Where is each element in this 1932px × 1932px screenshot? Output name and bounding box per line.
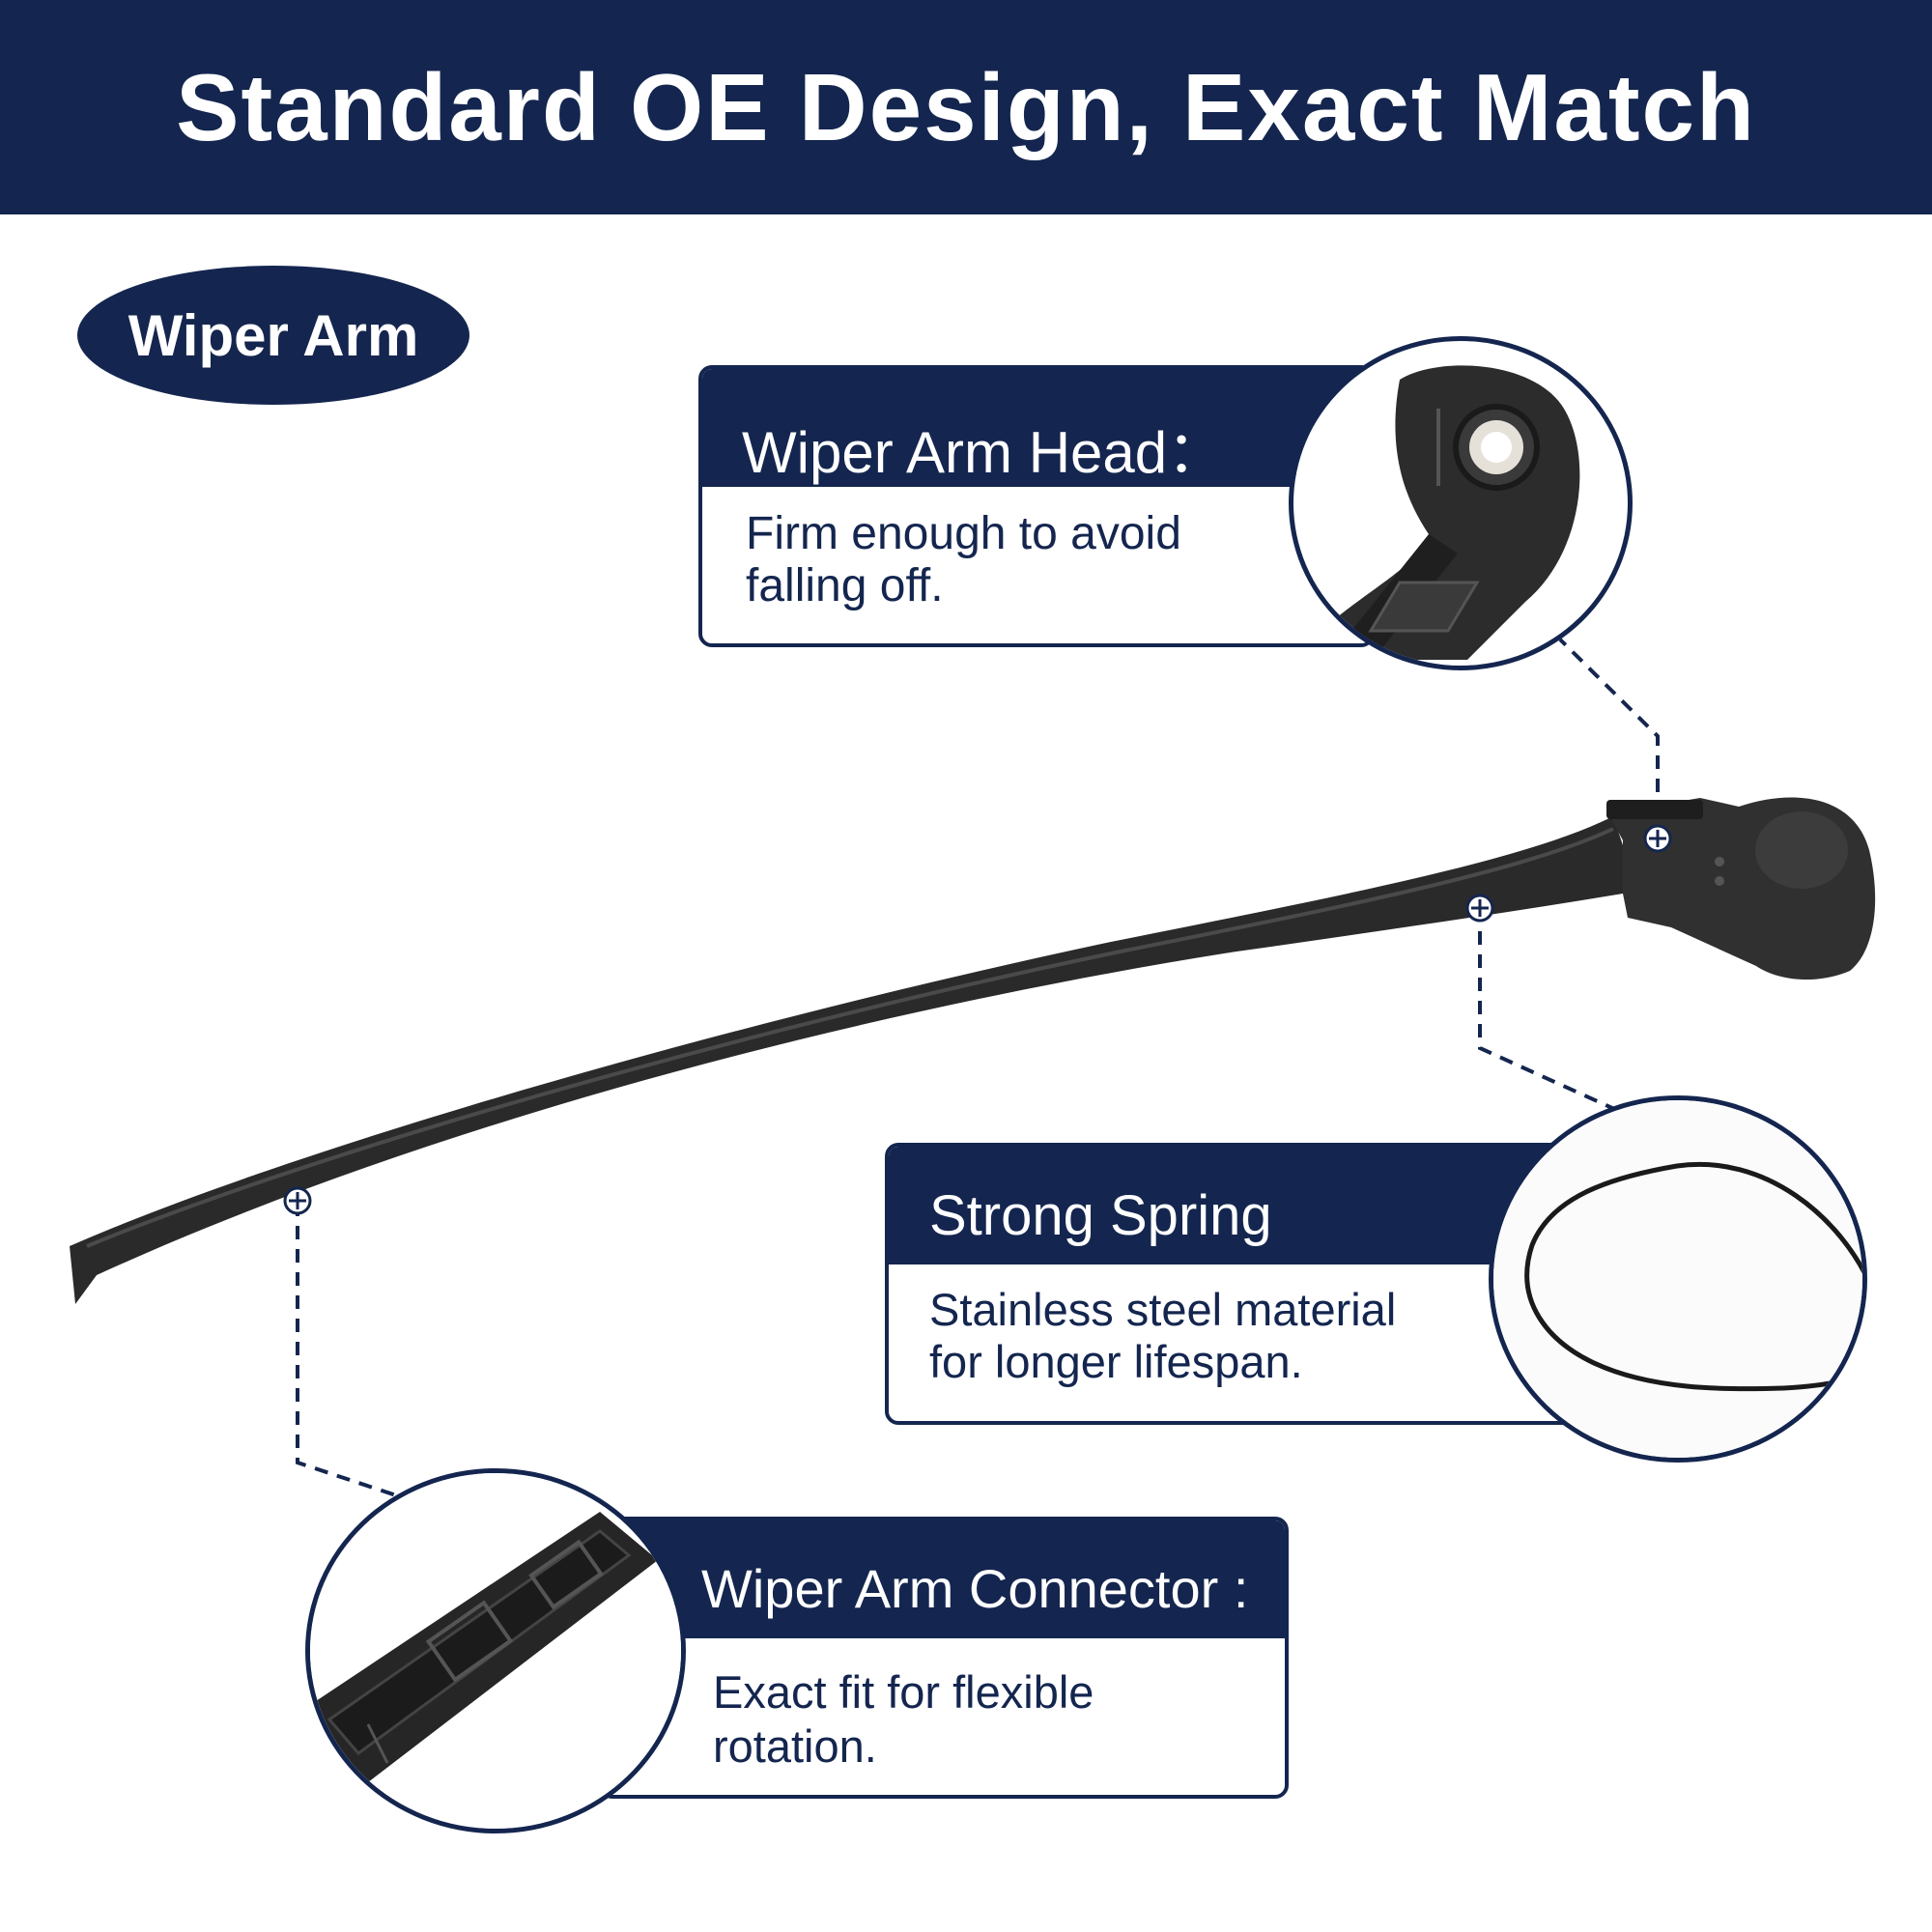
callout-text-line: Firm enough to avoid: [746, 508, 1181, 559]
plus-markers: [283, 824, 1672, 1215]
callout-body: Exact fit for flexible rotation.: [603, 1638, 1144, 1774]
callout-wiper-arm-connector: Wiper Arm Connector : Exact fit for flex…: [599, 1517, 1289, 1799]
arm-shaft: [70, 816, 1623, 1304]
zoom-wiper-arm-head: [1289, 336, 1633, 670]
callout-text-line: for longer lifespan.: [929, 1336, 1303, 1387]
callout-title: Wiper Arm Head：: [702, 369, 1371, 487]
leader-connector: [296, 1203, 397, 1497]
callout-text-line: Exact fit for flexible: [713, 1666, 1094, 1718]
page-title: Standard OE Design, Exact Match: [176, 53, 1756, 160]
callout-body: Stainless steel material for longer life…: [889, 1264, 1430, 1388]
arm-highlight: [86, 827, 1614, 1248]
zoom-wiper-arm-connector: [305, 1468, 686, 1833]
callout-text-line: rotation.: [713, 1720, 877, 1772]
callout-title: Strong Spring: [889, 1147, 1577, 1264]
callout-strong-spring: Strong Spring Stainless steel material f…: [885, 1143, 1580, 1425]
zoom-strong-spring: [1489, 1095, 1867, 1463]
leader-spring: [1478, 908, 1624, 1115]
header-banner: Standard OE Design, Exact Match: [0, 0, 1932, 214]
arm-head-cap: [1755, 811, 1848, 889]
wiper-arm-badge: Wiper Arm: [77, 266, 469, 405]
arm-head-rivet: [1715, 857, 1724, 867]
callout-body: Firm enough to avoid falling off.: [702, 487, 1243, 612]
callout-wiper-arm-head: Wiper Arm Head： Firm enough to avoid fal…: [698, 365, 1375, 647]
plus-marker-icon: [1643, 824, 1672, 853]
spring-detail-image: [1493, 1100, 1862, 1458]
arm-hinge: [1606, 800, 1703, 819]
callout-title: Wiper Arm Connector :: [603, 1520, 1285, 1638]
arm-head-rivet: [1715, 876, 1724, 886]
callout-text-line: Stainless steel material: [929, 1284, 1397, 1335]
badge-label: Wiper Arm: [128, 302, 419, 368]
wiper-arm: [70, 797, 1876, 1304]
callout-text-line: falling off.: [746, 560, 944, 611]
plus-marker-icon: [283, 1186, 312, 1215]
connector-detail-image: [310, 1473, 681, 1829]
plus-marker-icon: [1465, 894, 1494, 923]
wiper-head-detail-image: [1332, 365, 1580, 660]
